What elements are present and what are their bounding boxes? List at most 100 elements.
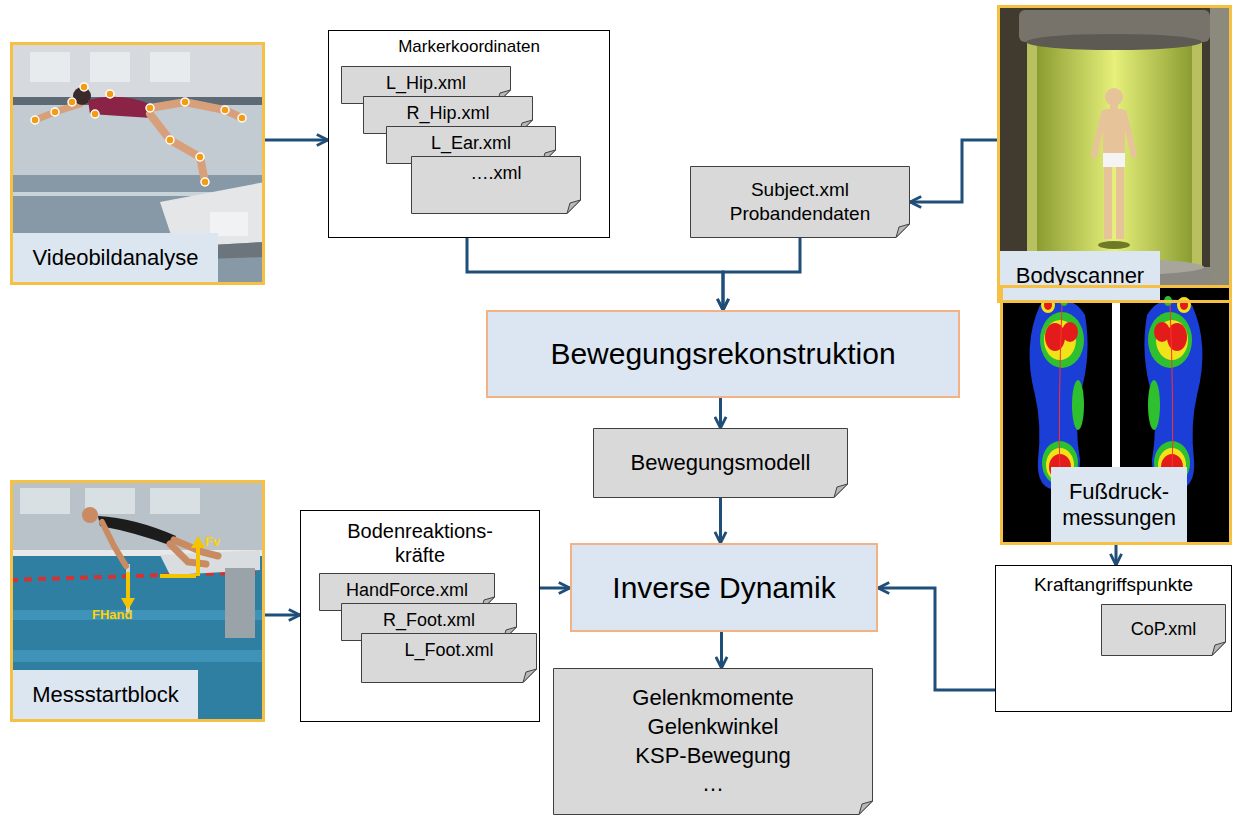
illustration-part [1026,34,1202,50]
illustration-part [1124,113,1134,155]
node-label: Inverse Dynamik [600,571,847,605]
process-box: Bewegungsrekonstruktion [486,310,960,398]
connector-arrow [467,238,723,310]
illustration-part [1116,167,1124,239]
photo-panel: Videobildanalyse [10,42,265,285]
illustration-part [121,536,205,610]
illustration-part [181,98,189,106]
illustration-part [1144,296,1202,490]
node-label: L_Foot.xml [361,633,537,662]
illustration-part [10,480,265,722]
panel-label: Videobildanalyse [13,233,218,282]
illustration-part [10,42,265,285]
process-box: Inverse Dynamik [570,543,878,632]
illustration-part [102,522,126,566]
panel-label: Bodyscanner [1000,251,1160,300]
illustration-part [221,106,229,114]
photo-panel: Bodyscanner [997,5,1232,303]
illustration-part [10,175,265,285]
illustration-part [1210,5,1232,303]
node-label: HandForce.xml [319,573,495,602]
node-label: Bewegungsmodell [621,450,821,476]
connector-arrow [719,398,722,428]
node-label: Bewegungsrekonstruktion [538,337,907,371]
illustration-part [1027,35,1202,275]
file-body [412,157,581,214]
connector-arrow [540,587,570,590]
connector-arrow [910,140,997,202]
illustration-part [31,83,246,186]
illustration-part [150,52,190,82]
file-body [1102,605,1226,656]
node-label: Kraftangriffspunkte [996,566,1231,597]
illustration-part [997,5,1232,303]
file-fold [1212,642,1226,656]
connector-arrow [265,139,328,142]
illustration-part [80,83,88,91]
illustration-part [1030,296,1088,490]
illustration-part [1105,88,1123,106]
photo-panel: Fußdruck- messungen [1000,285,1232,545]
node-label: Markerkoordinaten [329,31,609,57]
result-document: Gelenkmomente Gelenkwinkel KSP-Bewegung … [553,668,873,815]
illustration-part [10,650,265,662]
illustration-part [150,102,242,118]
illustration-part [1098,241,1130,249]
illustration-part [191,536,205,548]
illustration-part [1103,153,1125,167]
illustration-part [51,108,59,116]
file-fold [859,801,873,815]
illustration-part [196,546,200,576]
node-label: L_Ear.xml [386,126,556,155]
illustration-part [238,114,246,122]
node-label: Subject.xml Probandendaten [690,178,910,226]
xml-file: L_Foot.xml [361,633,537,683]
xml-file: Subject.xml Probandendaten [690,166,910,238]
node-label: Bodenreaktions- kräfte [301,511,539,567]
illustration-part [1027,35,1037,275]
file-body [691,167,910,238]
connector-arrow [1115,545,1118,565]
file-shape [690,166,910,238]
connector-arrow [720,632,723,668]
connector-arrow [723,238,800,310]
photo-panel: Messstartblock [10,480,265,722]
xml-file: ….xml [411,156,581,214]
node-label: L_Hip.xml [341,66,511,95]
illustration-part [196,153,204,161]
panel-label: Fußdruck- messungen [1051,467,1187,542]
illustration-part [1094,113,1104,155]
illustration-part [1192,35,1202,275]
file-body [362,634,537,683]
illustration-part [1000,285,1232,545]
connector-arrow [878,588,995,690]
node-label: ….xml [411,156,581,185]
illustration-part [150,488,200,514]
connector-arrow [719,498,722,543]
illustration-part [146,104,154,112]
node-label: R_Foot.xml [341,603,517,632]
file-group: MarkerkoordinatenL_Hip.xmlR_Hip.xmlL_Ear… [328,30,610,238]
illustration-part [10,480,265,550]
illustration-part [30,52,70,82]
file-fold [567,200,581,214]
illustration-part [68,98,76,106]
illustration-part [88,97,152,118]
illustration-part [126,572,130,600]
illustration-part [160,574,196,578]
illustration-part [201,178,209,186]
node-label: Gelenkmomente Gelenkwinkel KSP-Bewegung … [553,684,873,798]
node-label: R_Hip.xml [363,96,533,125]
panel-label: Messstartblock [13,670,198,719]
node-label: CoP.xml [1121,619,1207,641]
illustration-part [150,114,205,182]
illustration-part [91,110,99,118]
file-fold [896,224,910,238]
illustration-part [20,488,70,514]
connector-arrow [265,614,300,617]
illustration-part [31,116,39,124]
file-fold [834,484,848,498]
illustration-part [1104,167,1112,239]
illustration-part [82,507,98,523]
file-group: KraftangriffspunkteCoP.xml [995,565,1232,712]
